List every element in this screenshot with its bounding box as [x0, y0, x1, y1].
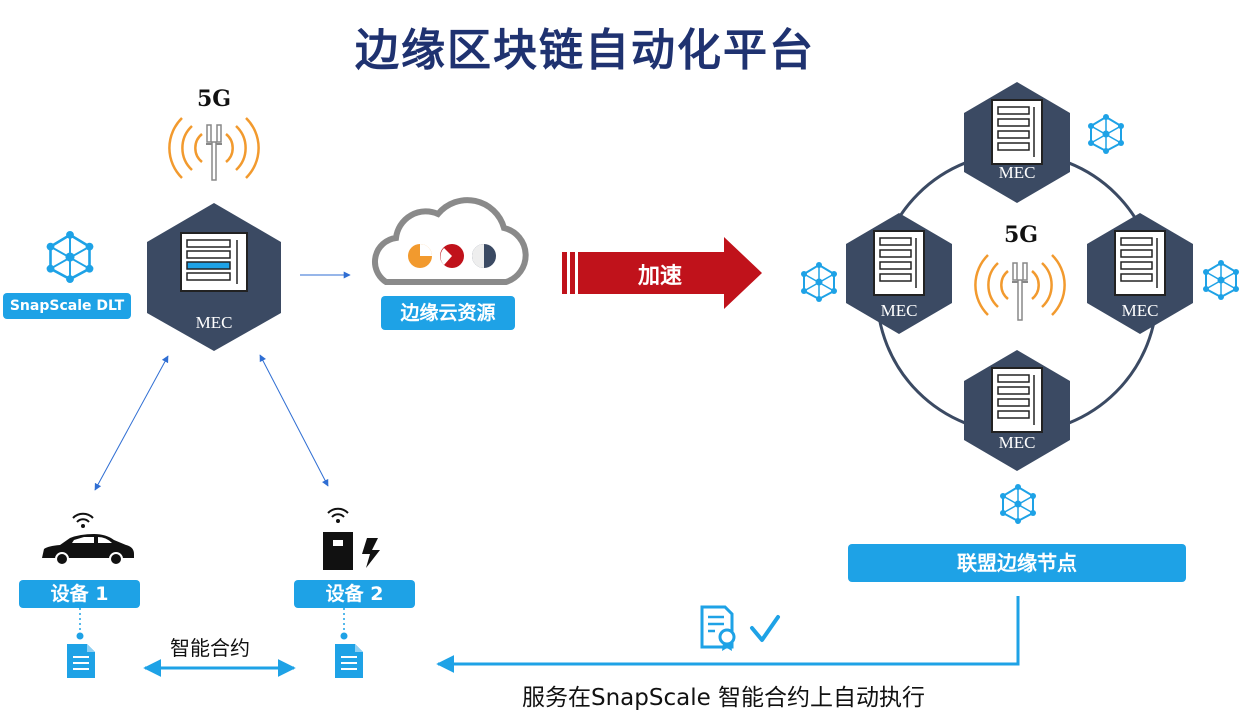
document-icon-device2 [334, 643, 364, 679]
network-icon-right [1202, 259, 1240, 301]
charger-icon [323, 532, 380, 570]
edge-cloud-badge: 边缘云资源 [381, 296, 515, 330]
5g-label-right: 5G [1004, 222, 1039, 248]
mec-label-left: MEC [195, 313, 233, 332]
mec-label-left-node: MEC [880, 301, 918, 320]
accelerate-label: 加速 [637, 264, 682, 289]
device2-badge: 设备 2 [294, 580, 415, 608]
device1-badge: 设备 1 [19, 580, 140, 608]
smart-contract-label: 智能合约 [170, 636, 250, 660]
page-title: 边缘区块链自动化平台 [355, 25, 815, 76]
mec-label-top: MEC [998, 163, 1036, 182]
dlt-badge: SnapScale DLT [3, 293, 131, 319]
checkmark-icon [750, 615, 780, 642]
car-icon [42, 534, 134, 566]
5g-label-left: 5G [197, 86, 232, 112]
network-icon-left [800, 261, 838, 303]
accelerate-arrow [562, 237, 762, 309]
mec-label-right-node: MEC [1121, 301, 1159, 320]
network-icon-bottom [999, 483, 1037, 525]
mec-label-bottom: MEC [998, 433, 1036, 452]
server-icon-left [180, 232, 248, 292]
consortium-nodes-badge: 联盟边缘节点 [848, 544, 1186, 582]
network-icon-dlt [45, 229, 95, 285]
auto-execution-caption: 服务在SnapScale 智能合约上自动执行 [522, 685, 926, 711]
5g-tower-icon-left [168, 117, 260, 181]
document-icon-device1 [66, 643, 96, 679]
network-icon-top-right [1087, 113, 1125, 155]
wifi-icon-device2 [327, 507, 349, 523]
cloud-icon [371, 197, 529, 285]
certificate-icon [700, 605, 736, 651]
5g-tower-icon-right [974, 254, 1066, 321]
wifi-icon-device1 [72, 512, 94, 528]
